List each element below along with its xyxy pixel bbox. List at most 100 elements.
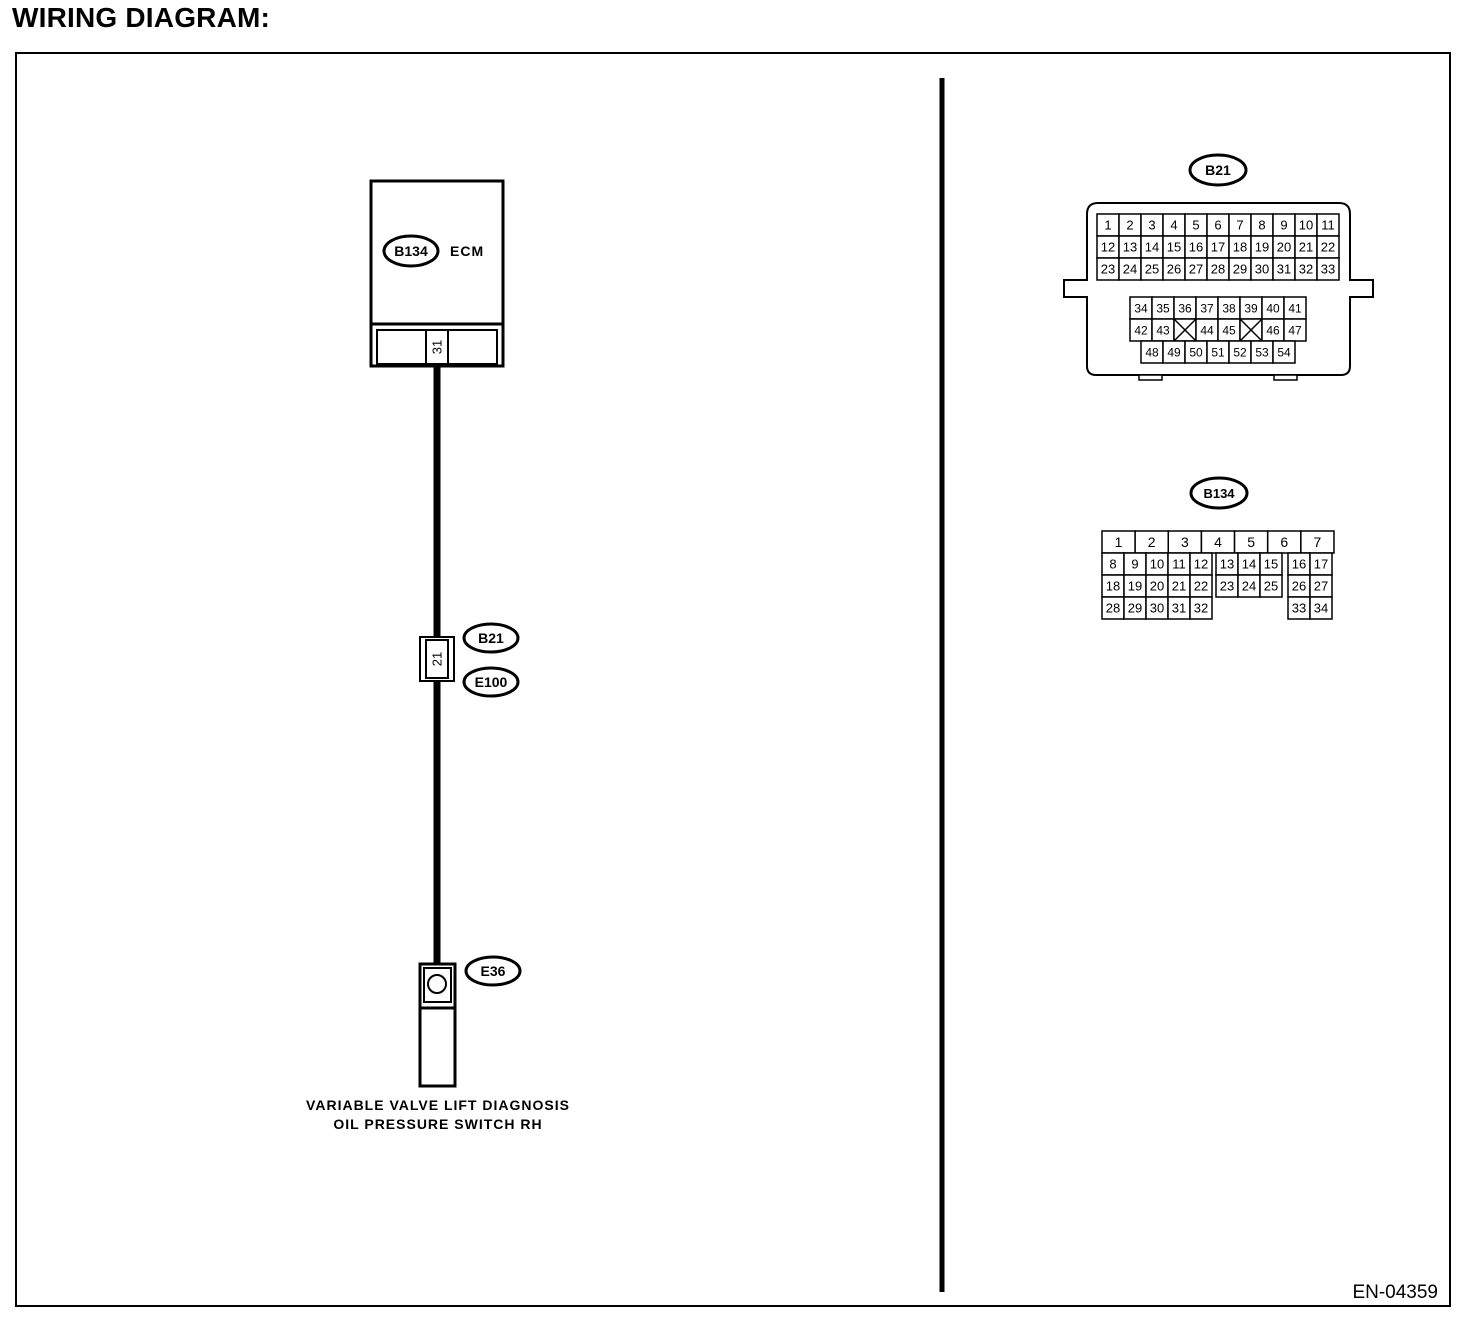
pin-number: 36 [1178, 301, 1192, 315]
b134-title: B134 [1203, 486, 1235, 501]
b134-title-badge [1189, 476, 1249, 510]
pin-number: 14 [1242, 557, 1256, 572]
pin-number: 21 [1299, 240, 1313, 255]
pin-number: 17 [1211, 240, 1225, 255]
pin-number: 32 [1194, 601, 1208, 616]
pin-number: 47 [1288, 323, 1302, 337]
junction-connector-top: B21 [478, 630, 504, 646]
pin-number: 25 [1145, 262, 1159, 277]
pin-number: 10 [1150, 557, 1164, 572]
junction-connector: 21 B21 E100 [419, 622, 520, 698]
pin-number: 23 [1220, 579, 1234, 594]
pin-number: 3 [1181, 534, 1189, 550]
pin-number: 31 [1172, 601, 1186, 616]
pin-number: 45 [1222, 323, 1236, 337]
pin-number: 5 [1192, 218, 1199, 233]
sensor-connector-id: E36 [481, 963, 506, 979]
pin-number: 26 [1292, 579, 1306, 594]
page-title: WIRING DIAGRAM: [12, 2, 271, 33]
sensor-connector-badge [464, 955, 522, 987]
pin-number: 9 [1131, 557, 1138, 572]
ecm-terminal-number: 31 [430, 340, 445, 354]
pin-number: 4 [1214, 534, 1222, 550]
pin-cell [1316, 257, 1340, 281]
pin-number: 6 [1214, 218, 1221, 233]
pin-number: 31 [1277, 262, 1291, 277]
oil-pressure-switch: E36 VARIABLE VALVE LIFT DIAGNOSIS OIL PR… [306, 955, 570, 1132]
pin-number: 22 [1321, 240, 1335, 255]
pin-cell [1272, 340, 1296, 364]
ecm-connector-id: B134 [394, 243, 428, 259]
pin-number: 21 [1172, 579, 1186, 594]
ecm-label: ECM [450, 243, 484, 259]
pin-number: 30 [1150, 601, 1164, 616]
pin-number: 12 [1194, 557, 1208, 572]
pin-number: 18 [1106, 579, 1120, 594]
pin-number: 19 [1255, 240, 1269, 255]
junction-terminal-number: 21 [430, 652, 445, 666]
pin-number: 34 [1134, 301, 1148, 315]
pin-cell [1309, 596, 1333, 620]
pin-number: 4 [1170, 218, 1177, 233]
pin-number: 13 [1123, 240, 1137, 255]
switch-terminal-icon [427, 974, 447, 994]
pin-number: 33 [1292, 601, 1306, 616]
pin-number: 24 [1242, 579, 1256, 594]
pin-number: 18 [1233, 240, 1247, 255]
ecm-connector-badge [382, 234, 440, 268]
junction-badge-top [462, 622, 520, 654]
pin-number: 3 [1148, 218, 1155, 233]
diagram-frame [15, 52, 1451, 1307]
pin-number: 32 [1299, 262, 1313, 277]
pin-number: 40 [1266, 301, 1280, 315]
pin-number: 37 [1200, 301, 1214, 315]
pin-number: 16 [1292, 557, 1306, 572]
junction-connector-bottom: E100 [475, 674, 508, 690]
pin-number: 49 [1167, 345, 1181, 359]
pin-number: 19 [1128, 579, 1142, 594]
pin-number: 43 [1156, 323, 1170, 337]
pin-number: 7 [1314, 534, 1322, 550]
pin-number: 8 [1258, 218, 1265, 233]
pin-number: 41 [1288, 301, 1302, 315]
junction-badge-bottom [462, 666, 520, 698]
blank-pin-cross [1239, 318, 1263, 342]
pin-number: 1 [1115, 534, 1123, 550]
pin-number: 29 [1128, 601, 1142, 616]
pin-number: 26 [1167, 262, 1181, 277]
pin-number: 28 [1211, 262, 1225, 277]
pin-number: 28 [1106, 601, 1120, 616]
pin-number: 20 [1150, 579, 1164, 594]
pin-number: 7 [1236, 218, 1243, 233]
pin-number: 9 [1280, 218, 1287, 233]
pin-number: 27 [1314, 579, 1328, 594]
pin-number: 27 [1189, 262, 1203, 277]
pin-number: 44 [1200, 323, 1214, 337]
pin-number: 16 [1189, 240, 1203, 255]
pin-number: 48 [1145, 345, 1159, 359]
pin-number: 13 [1220, 557, 1234, 572]
pin-number: 14 [1145, 240, 1159, 255]
pin-number: 33 [1321, 262, 1335, 277]
pin-number: 20 [1277, 240, 1291, 255]
pin-number: 25 [1264, 579, 1278, 594]
pin-cell [1259, 574, 1283, 598]
pin-number: 12 [1101, 240, 1115, 255]
sensor-label-line1: VARIABLE VALVE LIFT DIAGNOSIS [306, 1097, 570, 1113]
pin-number: 11 [1321, 218, 1335, 233]
pin-number: 54 [1277, 345, 1291, 359]
pin-number: 23 [1101, 262, 1115, 277]
pin-cell [1189, 596, 1213, 620]
pin-number: 5 [1247, 534, 1255, 550]
pin-number: 50 [1189, 345, 1203, 359]
pin-number: 11 [1172, 557, 1186, 572]
pin-number: 30 [1255, 262, 1269, 277]
pin-number: 51 [1211, 345, 1225, 359]
pin-number: 24 [1123, 262, 1137, 277]
sensor-label-line2: OIL PRESSURE SWITCH RH [333, 1116, 542, 1132]
pin-number: 2 [1148, 534, 1156, 550]
